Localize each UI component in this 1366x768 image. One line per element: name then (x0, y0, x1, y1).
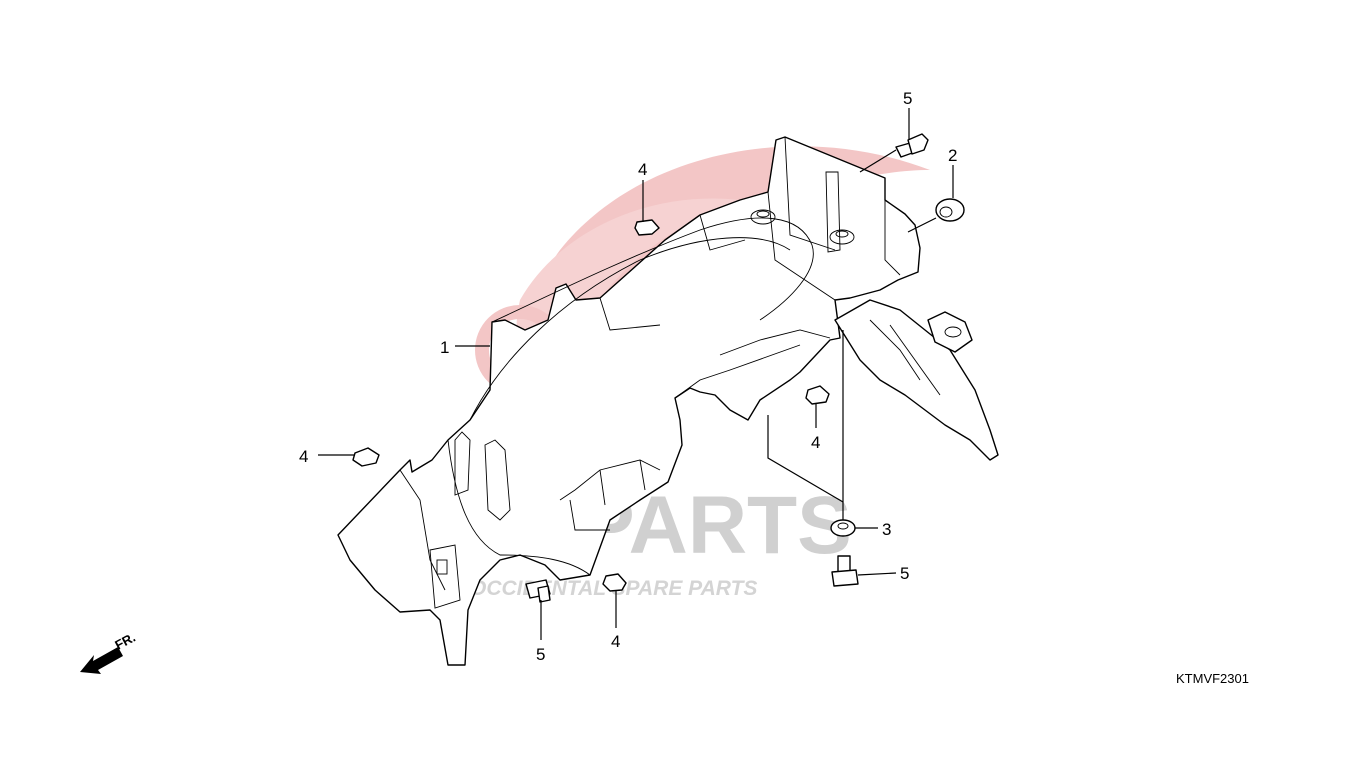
drawing-code: KTMVF2301 (1176, 671, 1249, 686)
callout-5-right: 5 (900, 564, 909, 583)
callout-5-bottom: 5 (536, 645, 545, 664)
bolt-5-top (895, 133, 929, 158)
callout-4-top: 4 (638, 160, 647, 179)
callout-2: 2 (948, 146, 957, 165)
washer-3 (830, 519, 856, 537)
clip-4-bottom (602, 573, 627, 592)
front-arrow-icon (80, 647, 123, 674)
clip-4-top (634, 219, 660, 236)
callout-3: 3 (882, 520, 891, 539)
rear-fender (337, 136, 999, 666)
leader-lines (318, 108, 954, 640)
bolt-5-right (831, 555, 859, 587)
grommet-2 (935, 198, 965, 222)
callout-5-top: 5 (903, 89, 912, 108)
callout-4-left: 4 (299, 447, 308, 466)
callout-4-bottom: 4 (611, 632, 620, 651)
callout-1: 1 (440, 338, 449, 357)
clip-4-left (352, 447, 380, 467)
callout-4-right: 4 (811, 433, 820, 452)
front-direction-indicator: FR. (80, 630, 138, 674)
callout-labels: 1 2 3 4 4 4 4 5 5 5 (299, 89, 957, 664)
clip-4-right (805, 385, 830, 405)
bolt-5-bottom (525, 579, 551, 603)
